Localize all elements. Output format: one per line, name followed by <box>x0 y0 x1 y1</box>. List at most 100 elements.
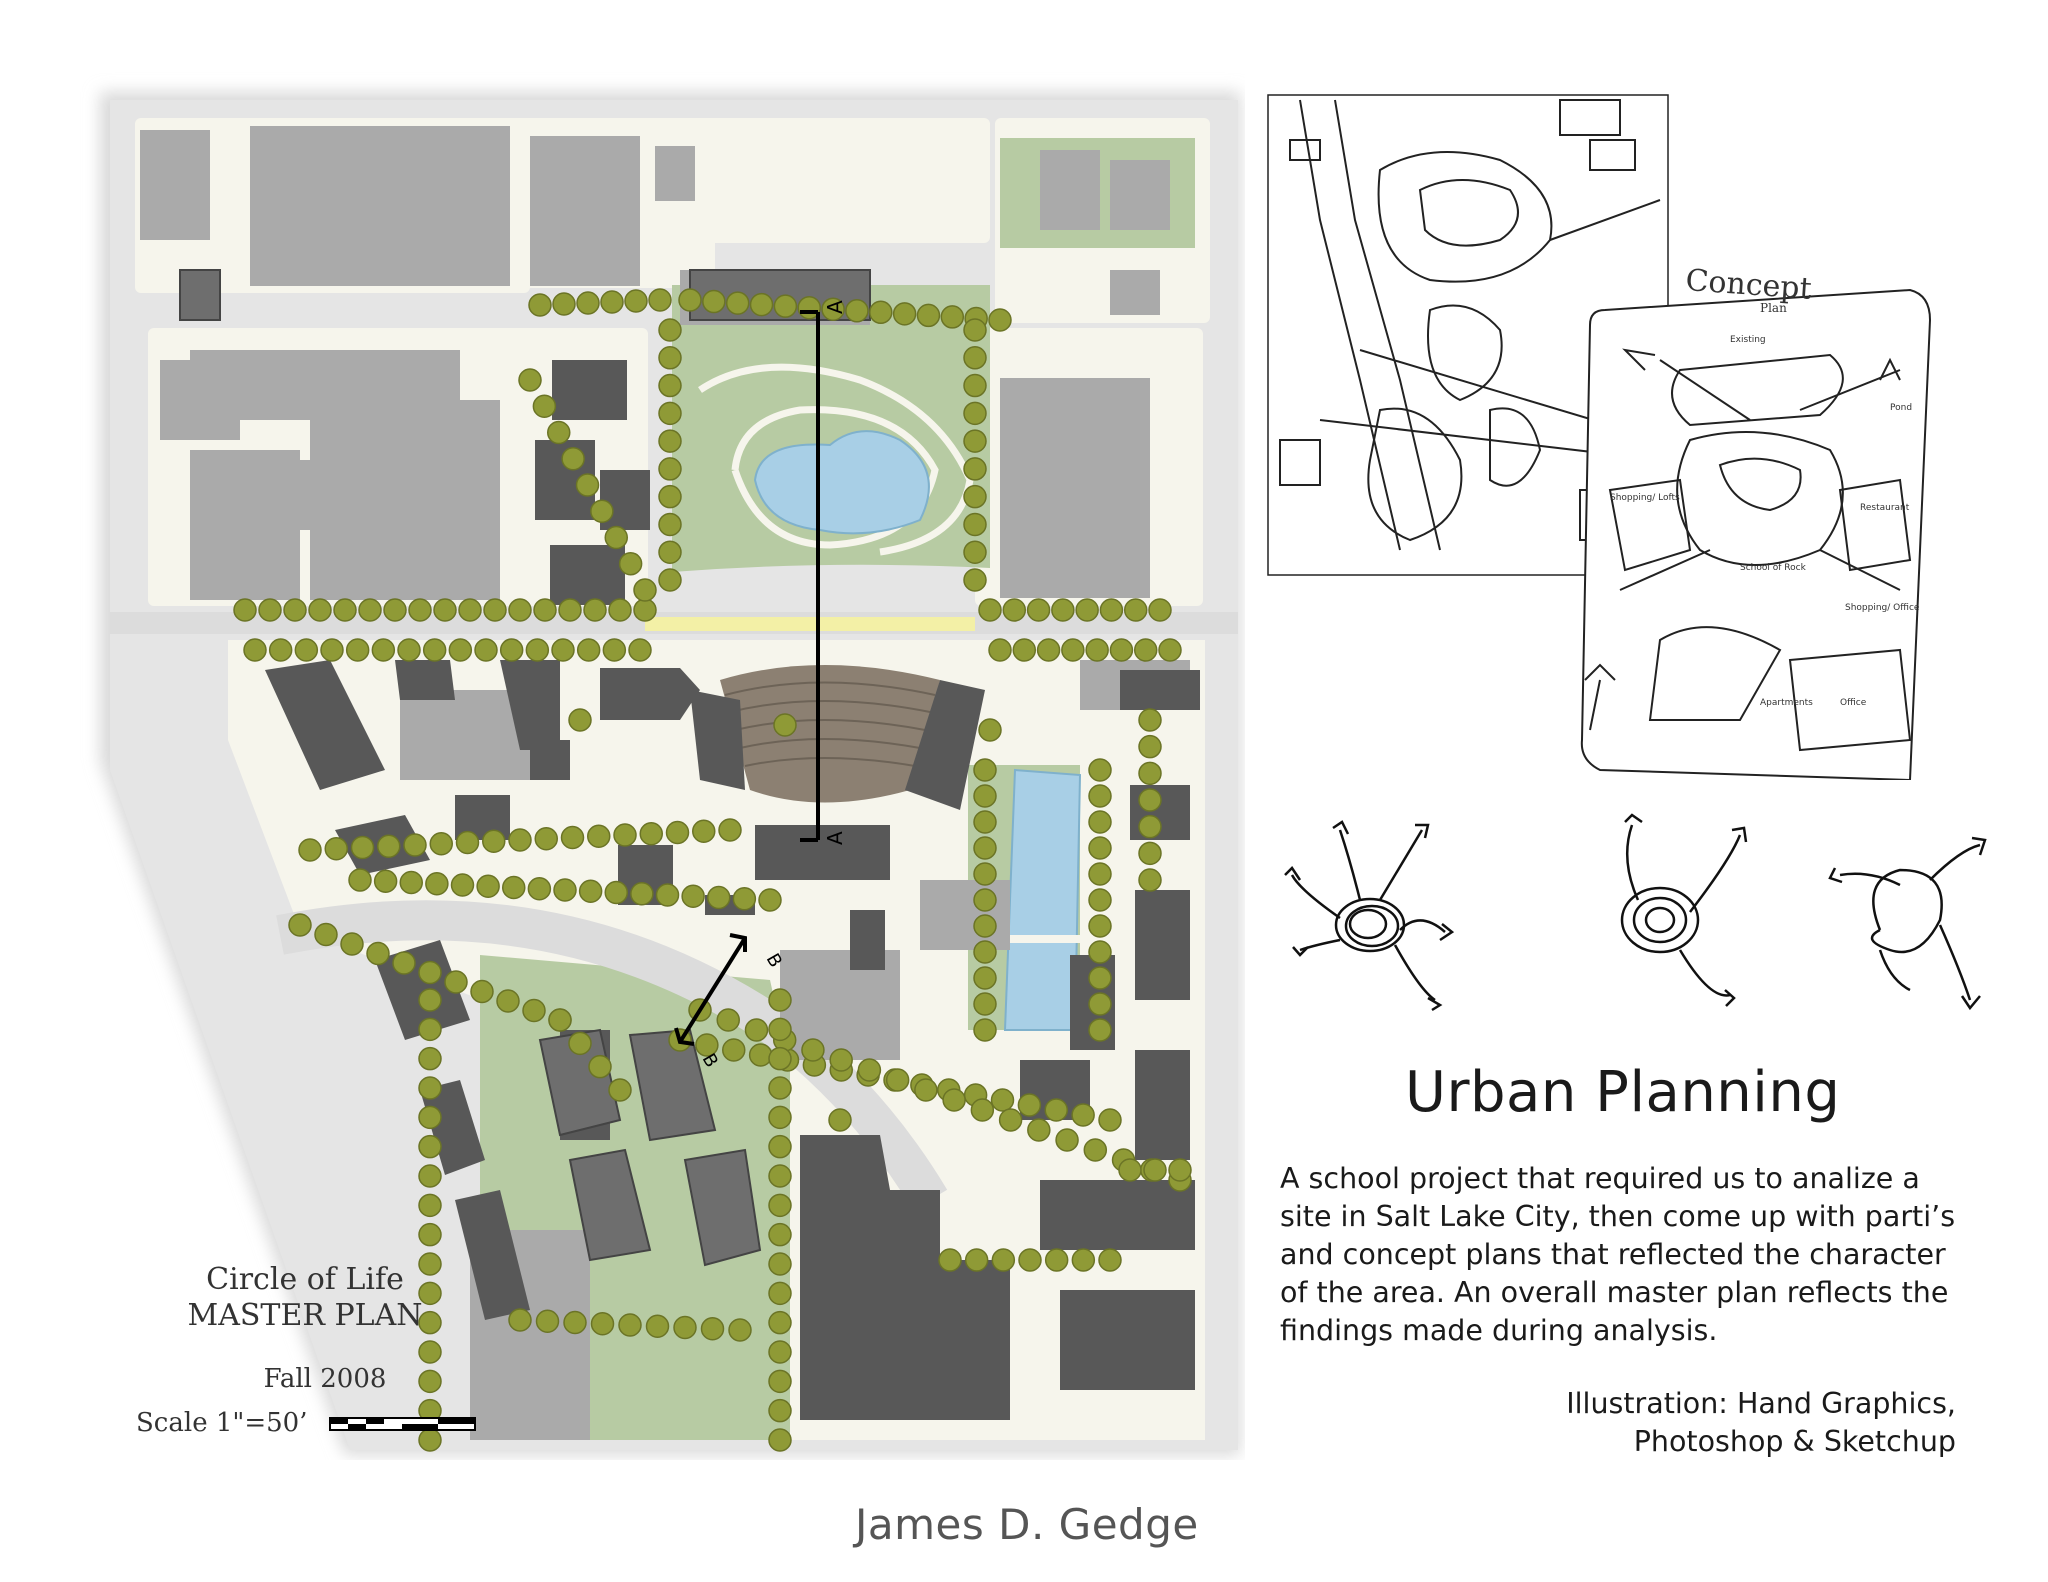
tree <box>587 824 611 848</box>
scale-bar <box>329 1417 476 1431</box>
concept-label: Office <box>1840 698 1867 708</box>
tree <box>560 825 585 850</box>
tree <box>978 598 1002 622</box>
tree <box>314 922 338 947</box>
tree <box>548 1008 572 1032</box>
tree <box>474 638 498 662</box>
project-description: A school project that required us to ana… <box>1280 1162 1956 1347</box>
tree <box>392 951 416 975</box>
tree <box>963 568 987 592</box>
tree <box>702 289 726 314</box>
tree <box>418 1164 442 1188</box>
tree <box>324 837 348 861</box>
tree <box>1071 1103 1095 1127</box>
section-line-a <box>800 310 820 842</box>
tree <box>418 1310 442 1335</box>
tree <box>648 288 672 312</box>
tree <box>455 830 480 855</box>
tree <box>1099 598 1124 622</box>
tree <box>1036 638 1061 662</box>
tree <box>608 598 632 622</box>
tree <box>658 429 682 453</box>
tree <box>973 810 997 834</box>
tree <box>1138 708 1162 732</box>
tree <box>963 540 987 564</box>
tree <box>366 941 390 966</box>
tree <box>973 992 997 1016</box>
tree <box>1088 966 1112 990</box>
tree <box>658 512 682 537</box>
tree <box>1158 638 1182 662</box>
tree <box>718 818 742 842</box>
tree <box>418 1428 442 1452</box>
tree <box>444 970 468 994</box>
tree <box>970 1098 995 1122</box>
tree <box>418 1340 442 1364</box>
tree <box>1012 638 1037 662</box>
tree <box>358 598 382 622</box>
tree <box>1109 638 1134 662</box>
tree <box>458 598 482 622</box>
tree <box>624 289 648 313</box>
tree <box>768 1310 792 1335</box>
tree <box>940 305 965 329</box>
tree <box>583 598 607 622</box>
tree <box>678 288 702 312</box>
tree <box>658 401 682 426</box>
tree <box>508 598 532 622</box>
tree <box>576 638 601 662</box>
tree <box>716 1008 740 1032</box>
tree <box>768 1017 792 1042</box>
tree <box>964 1248 989 1272</box>
tree <box>553 878 577 902</box>
tree <box>418 1134 442 1159</box>
master-plan-date: Fall 2008 <box>263 1364 387 1394</box>
tree <box>829 1048 853 1072</box>
bridge <box>1000 935 1080 943</box>
tree <box>348 868 372 892</box>
concept-label: School of Rock <box>1740 563 1807 573</box>
tree <box>673 1315 697 1340</box>
tree <box>483 598 507 622</box>
tree <box>425 872 449 896</box>
tree <box>1017 1093 1042 1117</box>
tree <box>1143 1158 1167 1182</box>
tree <box>590 1312 615 1336</box>
tree <box>568 708 592 732</box>
tree <box>973 888 997 912</box>
tree <box>525 638 550 662</box>
tree <box>768 1428 792 1452</box>
tree <box>768 1252 792 1276</box>
tree <box>418 1252 442 1276</box>
tree <box>963 318 987 342</box>
tree <box>399 870 423 895</box>
tree <box>333 598 357 622</box>
tree <box>722 1038 746 1062</box>
tree <box>869 300 893 325</box>
tree <box>768 988 792 1012</box>
tree <box>728 1318 752 1342</box>
concept-sketches: Concept Plan ExistingPondRestaurantSchoo… <box>1267 94 1932 780</box>
tree <box>630 882 654 906</box>
tree <box>963 457 987 481</box>
master-plan-subtitle: MASTER PLAN <box>187 1298 423 1333</box>
tree <box>828 1108 852 1132</box>
amphitheater-rows <box>724 681 936 767</box>
tree <box>433 598 457 622</box>
tree <box>914 1078 938 1102</box>
tree <box>518 368 542 392</box>
concept-label: Existing <box>1730 335 1766 345</box>
tree <box>1088 810 1112 834</box>
tree <box>658 484 682 509</box>
tree <box>1138 734 1162 759</box>
tree <box>618 552 643 576</box>
section-a-label-bottom: A <box>823 831 847 845</box>
tree <box>990 1088 1015 1112</box>
tree <box>1088 758 1112 782</box>
tree <box>482 829 506 853</box>
tree <box>633 578 657 602</box>
tree <box>758 888 782 912</box>
tree <box>350 835 375 860</box>
parti-diagram-1 <box>1284 820 1455 1012</box>
tree <box>1088 784 1112 808</box>
